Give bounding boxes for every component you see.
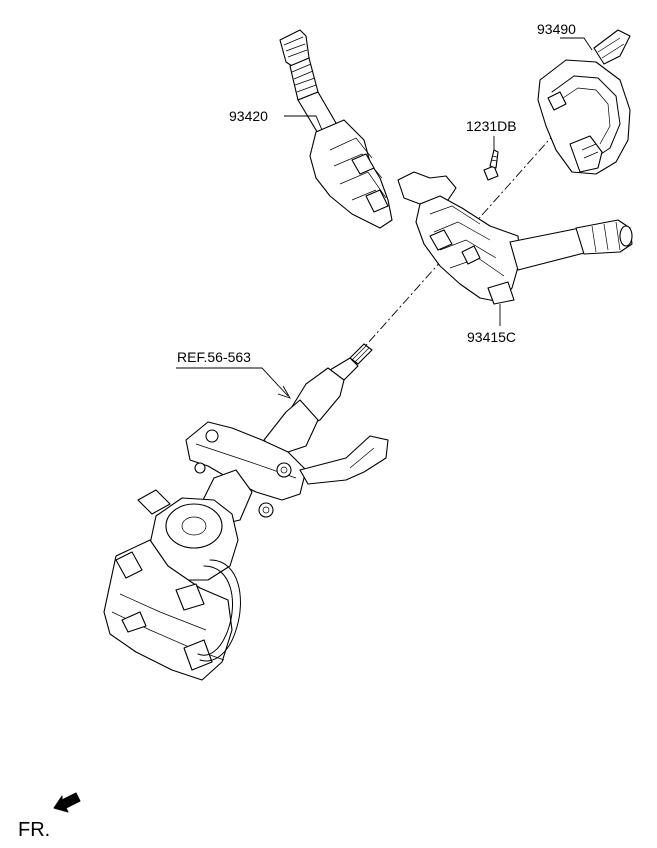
switch-left-part[interactable] xyxy=(279,29,393,229)
label-REF-56-563: REF.56-563 xyxy=(177,349,251,365)
screw-part[interactable] xyxy=(483,149,499,181)
switch-body-part[interactable] xyxy=(397,171,633,305)
ref-arrow-head xyxy=(277,385,291,399)
assembly-axis-line xyxy=(359,131,557,353)
front-indicator-label: FR. xyxy=(18,819,50,841)
label-93420: 93420 xyxy=(229,108,268,124)
clock-spring-part[interactable] xyxy=(537,29,631,175)
leader-93420 xyxy=(284,115,323,131)
label-1231DB: 1231DB xyxy=(466,118,517,134)
leader-REF xyxy=(176,367,289,397)
label-93415C: 93415C xyxy=(467,329,516,345)
label-93490: 93490 xyxy=(537,21,576,37)
steering-column-part[interactable] xyxy=(103,343,389,681)
leader-93490 xyxy=(560,37,593,51)
arrow-icon xyxy=(53,792,81,813)
